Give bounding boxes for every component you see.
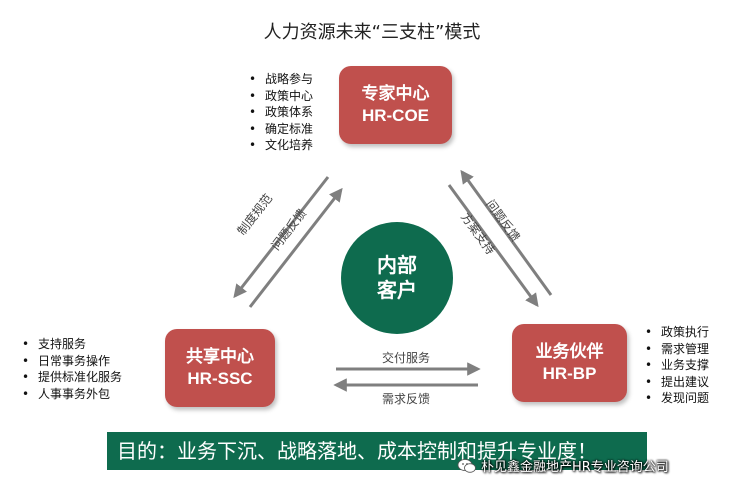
ssc-list-item: 提供标准化服务 [22,369,122,386]
coe-item-list: 战略参与 政策中心 政策体系 确定标准 文化培养 [249,71,313,154]
label-ssc-to-bp: 交付服务 [382,351,431,365]
center-line-1: 内部 [377,253,417,277]
coe-node: 专家中心 HR-COE [339,66,452,144]
arrow-ssc-to-coe [248,187,343,308]
ssc-list-item: 日常事务操作 [22,353,122,370]
coe-name: 专家中心 [361,84,430,104]
arrow-bp-to-coe [460,169,553,296]
watermark: 朴见鑫金融地产HR专业咨询公司 [457,456,669,475]
coe-list-item: 文化培养 [249,137,313,154]
ssc-node: 共享中心 HR-SSC [165,329,275,407]
bp-list-item: 业务支撑 [645,357,709,374]
bp-item-list: 政策执行 需求管理 业务支撑 提出建议 发现问题 [645,324,709,407]
label-bp-to-ssc: 需求反馈 [382,392,431,406]
watermark-text: 朴见鑫金融地产HR专业咨询公司 [481,460,669,475]
bp-list-item: 提出建议 [645,374,709,391]
bp-name: 业务伙伴 [535,342,604,362]
ssc-list-item: 人事事务外包 [22,386,122,403]
coe-list-item: 政策中心 [249,88,313,105]
ssc-item-list: 支持服务 日常事务操作 提供标准化服务 人事事务外包 [22,336,122,402]
bp-list-item: 需求管理 [645,341,709,358]
internal-customer-node: 内部 客户 [341,222,453,334]
coe-code: HR-COE [361,106,430,125]
diagram-title: 人力资源未来“三支柱”模式 [263,22,481,43]
ssc-list-item: 支持服务 [22,336,122,353]
purpose-banner: 目的：业务下沉、战略落地、成本控制和提升专业度！ [107,432,647,470]
coe-list-item: 确定标准 [249,121,313,138]
bp-code: HR-BP [542,364,597,383]
bp-node: 业务伙伴 HR-BP [512,324,627,402]
bp-list-item: 发现问题 [645,390,709,407]
center-line-2: 客户 [377,278,417,302]
arrow-coe-to-bp [447,184,539,308]
ssc-name: 共享中心 [186,347,254,367]
coe-list-item: 战略参与 [249,71,313,88]
wechat-icon [457,458,476,473]
ssc-code: HR-SSC [187,369,253,388]
coe-list-item: 政策体系 [249,104,313,121]
arrow-coe-to-ssc [233,176,330,299]
bp-list-item: 政策执行 [645,324,709,341]
